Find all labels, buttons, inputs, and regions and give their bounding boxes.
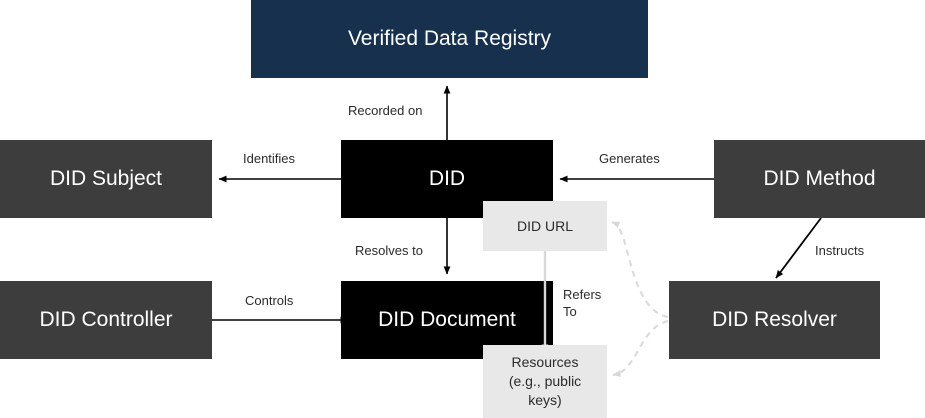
node-did-subject: DID Subject <box>0 140 212 218</box>
edge-label-instructs: Instructs <box>815 243 865 258</box>
node-did-resolver: DID Resolver <box>669 281 880 359</box>
edge-label-generates: Generates <box>599 151 660 166</box>
node-did-url: DID URL <box>483 201 607 251</box>
node-did-method: DID Method <box>714 140 925 218</box>
node-resources: Resources (e.g., public keys) <box>483 345 607 418</box>
edge-label-controls: Controls <box>245 293 294 308</box>
edge-label-recorded-on: Recorded on <box>348 103 423 118</box>
edge-instructs <box>775 217 822 279</box>
edge-label-identifies: Identifies <box>243 151 296 166</box>
edge-resolver-to-resources <box>612 319 669 377</box>
edge-resolver-to-did-url <box>611 220 669 319</box>
node-verified-data-registry: Verified Data Registry <box>251 0 648 78</box>
edge-label-refers-to: Refers To <box>563 287 602 319</box>
node-did-controller: DID Controller <box>0 281 212 359</box>
edge-label-resolves-to: Resolves to <box>355 243 423 258</box>
